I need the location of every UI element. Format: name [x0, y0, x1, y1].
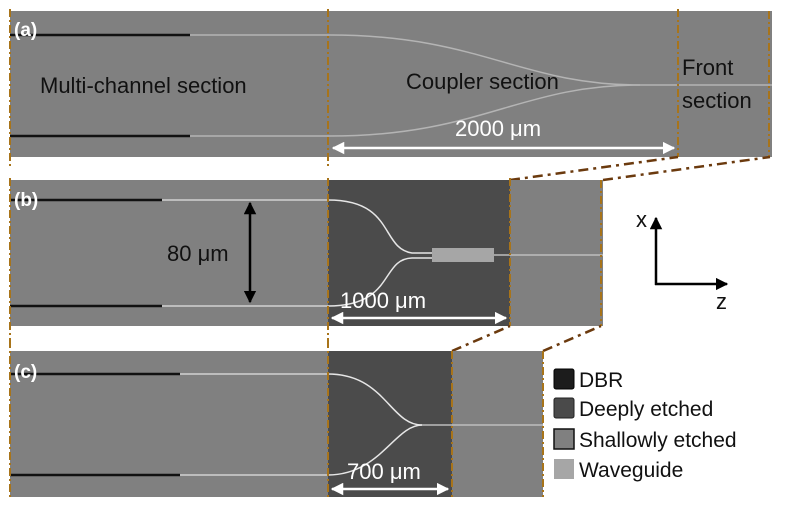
y-branch-upper	[327, 373, 423, 426]
legend-swatch	[554, 459, 574, 479]
dimension-label-b: 1000 μm	[340, 288, 426, 313]
mmi-coupler	[432, 248, 494, 262]
legend-label: Waveguide	[579, 459, 683, 482]
legend-swatch	[553, 397, 575, 419]
front-section-label: section	[682, 88, 752, 113]
shallow-etched-region	[452, 351, 543, 497]
panel-tag-b: (b)	[14, 190, 38, 211]
shallow-etched-region	[10, 351, 328, 497]
coordinate-axes: x z	[636, 207, 729, 314]
front-label: Front	[682, 55, 733, 80]
zoom-connectors-bc	[451, 324, 602, 353]
panel-tag-c: (c)	[14, 362, 37, 383]
panel-tag-a: (a)	[14, 20, 37, 41]
dimension-label-a: 2000 μm	[455, 116, 541, 141]
y-branch-lower	[327, 424, 423, 476]
legend-label: Deeply etched	[579, 398, 713, 421]
shallow-etched-region	[10, 180, 328, 326]
panel-c: (c) 700 μm	[9, 340, 544, 497]
legend: DBR Deeply etched Shallowly etched Waveg…	[553, 368, 737, 482]
legend-item-waveguide: Waveguide	[554, 459, 683, 482]
coupler-label: Coupler section	[406, 69, 559, 94]
zoom-connectors-ab	[509, 155, 771, 182]
legend-swatch	[553, 368, 575, 390]
panel-b: (b) 80 μm 1000 μm	[9, 178, 603, 340]
legend-item-shallowly-etched: Shallowly etched	[553, 428, 737, 452]
waveguide-lower	[190, 84, 641, 137]
panel-a: (a) Multi-channel section Coupler sectio…	[9, 9, 772, 168]
legend-label: DBR	[579, 369, 623, 392]
x-axis-label: x	[636, 207, 647, 232]
dimension-label-c: 700 μm	[347, 459, 421, 484]
legend-item-dbr: DBR	[553, 368, 623, 392]
shallow-etched-region	[510, 180, 603, 326]
multi-channel-label: Multi-channel section	[40, 73, 247, 98]
legend-item-deeply-etched: Deeply etched	[553, 397, 713, 421]
legend-swatch	[553, 428, 575, 450]
s-bend-lower	[327, 257, 432, 307]
z-axis-label: z	[716, 289, 727, 314]
s-bend-upper	[327, 199, 432, 254]
waveguide-upper	[190, 34, 772, 86]
spacing-label: 80 μm	[167, 241, 229, 266]
legend-label: Shallowly etched	[579, 429, 737, 452]
